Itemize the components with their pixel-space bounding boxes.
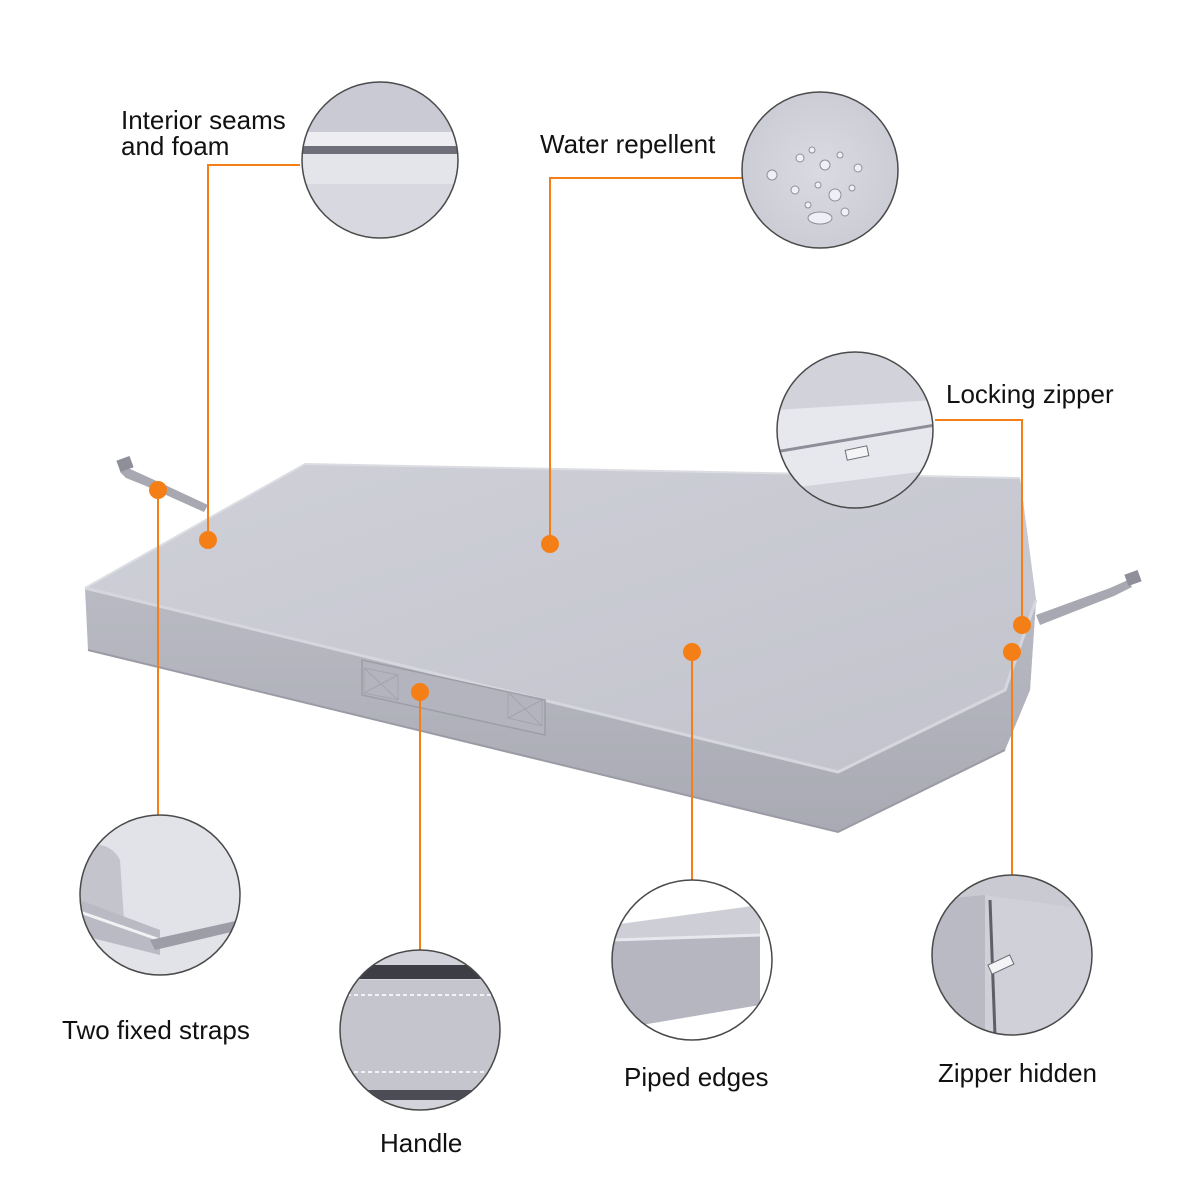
- label-zipper-hidden: Zipper hidden: [938, 1058, 1097, 1088]
- label-handle: Handle: [380, 1128, 463, 1158]
- connector-locking-zipper: [935, 419, 1023, 625]
- cushion-handle: [361, 659, 546, 736]
- label-piped-edges: Piped edges: [624, 1062, 769, 1092]
- handle-detail: [339, 949, 501, 1111]
- marker-piped: [683, 643, 701, 661]
- marker-lock-zipper: [1013, 616, 1031, 634]
- marker-dots: [149, 481, 1031, 701]
- hidden-zipper-detail: [931, 874, 1093, 1036]
- label-interior-seams: Interior seams and foam: [121, 105, 286, 161]
- connector-lines: [157, 164, 1023, 950]
- right-strap: [1036, 580, 1132, 625]
- marker-hidden-zipper: [1003, 643, 1021, 661]
- marker-seams: [199, 531, 217, 549]
- water-droplets-detail: [741, 91, 899, 249]
- piping-edge: [84, 586, 1038, 774]
- strap-detail: [79, 814, 241, 976]
- connector-water-repellent: [549, 177, 742, 544]
- marker-water: [541, 535, 559, 553]
- cushion-top-face: [85, 464, 1036, 772]
- piped-edge-detail: [611, 879, 773, 1041]
- label-two-fixed-straps: Two fixed straps: [62, 1015, 250, 1045]
- cushion: [84, 455, 1142, 834]
- connector-interior-seams: [207, 164, 300, 540]
- label-water-repellent: Water repellent: [540, 129, 716, 159]
- marker-handle: [411, 683, 429, 701]
- marker-straps: [149, 481, 167, 499]
- cushion-front-face: [85, 588, 1036, 832]
- zipper-detail: [776, 351, 934, 509]
- label-locking-zipper: Locking zipper: [946, 379, 1114, 409]
- seam-foam-detail: [301, 81, 459, 239]
